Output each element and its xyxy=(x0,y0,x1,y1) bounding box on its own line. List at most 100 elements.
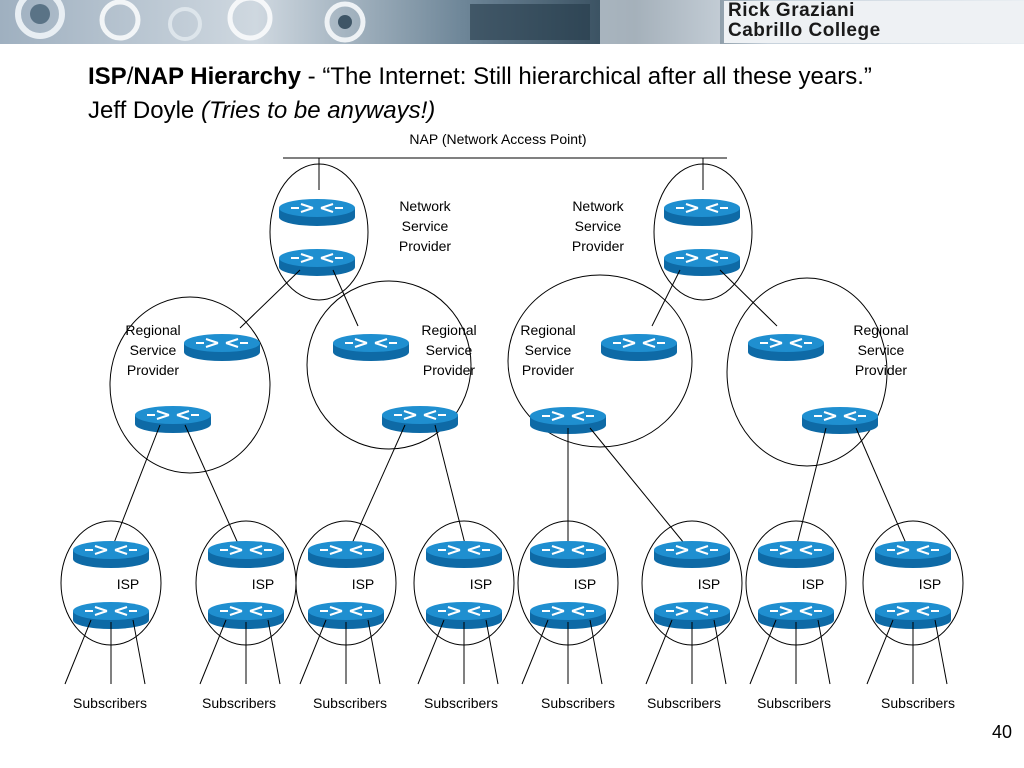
subscriber-link xyxy=(64,619,92,685)
rsp-boundary xyxy=(726,277,888,467)
isp-label: ISP xyxy=(470,576,493,592)
rsp-router-icon xyxy=(382,406,458,433)
subscriber-link xyxy=(367,619,381,685)
subscribers-label: Subscribers xyxy=(647,695,721,711)
rsp-label-2-line-0: Regional xyxy=(520,322,575,338)
isp-router-icon xyxy=(426,541,502,568)
rsp-label-1-line-1: Service xyxy=(426,342,473,358)
subscriber-link xyxy=(299,619,327,685)
link-line xyxy=(349,424,406,549)
rsp-boundary xyxy=(507,274,693,448)
nsp-router-icon xyxy=(664,199,740,226)
nsp-label-1-line-0: Network xyxy=(572,198,624,214)
rsp-router-icon xyxy=(135,406,211,433)
link-line xyxy=(795,427,827,549)
nsp-label-1-line-1: Service xyxy=(575,218,622,234)
rsp-label-1-line-2: Provider xyxy=(423,362,475,378)
slide-title: ISP/NAP Hierarchy - “The Internet: Still… xyxy=(88,60,908,128)
isp-router-icon xyxy=(308,541,384,568)
subscribers-label: Subscribers xyxy=(202,695,276,711)
rsp-router-icon xyxy=(601,334,677,361)
title-quote: - “The Internet: Still hierarchical afte… xyxy=(88,63,872,124)
subscribers-label: Subscribers xyxy=(757,695,831,711)
nsp-boundary xyxy=(653,163,753,301)
header-banner: Rick Graziani Cabrillo College xyxy=(0,0,1024,44)
link-line xyxy=(589,427,689,549)
nsp-label-0-line-0: Network xyxy=(399,198,451,214)
subscribers-label: Subscribers xyxy=(541,695,615,711)
isp-label: ISP xyxy=(117,576,140,592)
subscribers-label: Subscribers xyxy=(313,695,387,711)
isp-router-icon xyxy=(875,602,951,629)
isp-router-icon xyxy=(426,602,502,629)
link-line xyxy=(184,424,241,549)
nsp-label-0-line-1: Service xyxy=(402,218,449,234)
subscriber-link xyxy=(866,619,894,685)
subscriber-link xyxy=(589,619,603,685)
rsp-label-0-line-1: Service xyxy=(130,342,177,358)
rsp-router-icon xyxy=(184,334,260,361)
title-separator: / xyxy=(126,63,134,90)
rsp-router-icon xyxy=(333,334,409,361)
link-line xyxy=(855,427,909,549)
rsp-label-3-line-0: Regional xyxy=(853,322,908,338)
isp-label: ISP xyxy=(698,576,721,592)
subscriber-link xyxy=(485,619,499,685)
isp-router-icon xyxy=(530,602,606,629)
subscriber-link xyxy=(817,619,831,685)
link-line xyxy=(332,269,359,327)
link-line xyxy=(651,269,681,327)
nsp-router-icon xyxy=(279,249,355,276)
subscriber-link xyxy=(267,619,281,685)
isp-router-icon xyxy=(875,541,951,568)
title-aside: (Tries to be anyways!) xyxy=(200,97,436,124)
isp-label: ISP xyxy=(252,576,275,592)
subscriber-link xyxy=(934,619,948,685)
nsp-router-icon xyxy=(664,249,740,276)
isp-router-icon xyxy=(73,602,149,629)
isp-router-icon xyxy=(758,602,834,629)
isp-router-icon xyxy=(654,602,730,629)
subscriber-link xyxy=(749,619,777,685)
link-line xyxy=(434,424,467,549)
nsp-label-0-line-2: Provider xyxy=(399,238,451,254)
subscriber-link xyxy=(645,619,673,685)
isp-router-icon xyxy=(73,541,149,568)
link-line xyxy=(239,269,301,329)
rsp-label-3-line-1: Service xyxy=(858,342,905,358)
rsp-router-icon xyxy=(530,407,606,434)
rsp-router-icon xyxy=(748,334,824,361)
isp-router-icon xyxy=(208,541,284,568)
rsp-label-3-line-2: Provider xyxy=(855,362,907,378)
nsp-router-icon xyxy=(279,199,355,226)
rsp-label-0-line-2: Provider xyxy=(127,362,179,378)
subscribers-label: Subscribers xyxy=(424,695,498,711)
title-isp: ISP xyxy=(88,63,127,90)
author-college: Cabrillo College xyxy=(728,20,881,41)
rsp-router-icon xyxy=(802,407,878,434)
rsp-label-1-line-0: Regional xyxy=(421,322,476,338)
isp-label: ISP xyxy=(352,576,375,592)
subscriber-link xyxy=(199,619,227,685)
rsp-boundary xyxy=(306,280,472,450)
link-line xyxy=(111,424,161,549)
subscriber-link xyxy=(521,619,549,685)
author-block: Rick Graziani Cabrillo College xyxy=(724,1,1024,43)
subscriber-link xyxy=(417,619,445,685)
banner-graphic-icon xyxy=(15,0,720,44)
nap-label: NAP (Network Access Point) xyxy=(409,131,586,147)
isp-router-icon xyxy=(758,541,834,568)
author-name: Rick Graziani xyxy=(728,0,855,21)
isp-router-icon xyxy=(530,541,606,568)
nsp-boundary xyxy=(269,163,369,301)
isp-label: ISP xyxy=(802,576,825,592)
rsp-label-2-line-2: Provider xyxy=(522,362,574,378)
link-line xyxy=(719,269,778,327)
title-nap-hierarchy: NAP Hierarchy xyxy=(133,63,301,90)
rsp-label-2-line-1: Service xyxy=(525,342,572,358)
rsp-boundary xyxy=(109,296,271,474)
isp-router-icon xyxy=(208,602,284,629)
isp-router-icon xyxy=(654,541,730,568)
subscribers-label: Subscribers xyxy=(881,695,955,711)
